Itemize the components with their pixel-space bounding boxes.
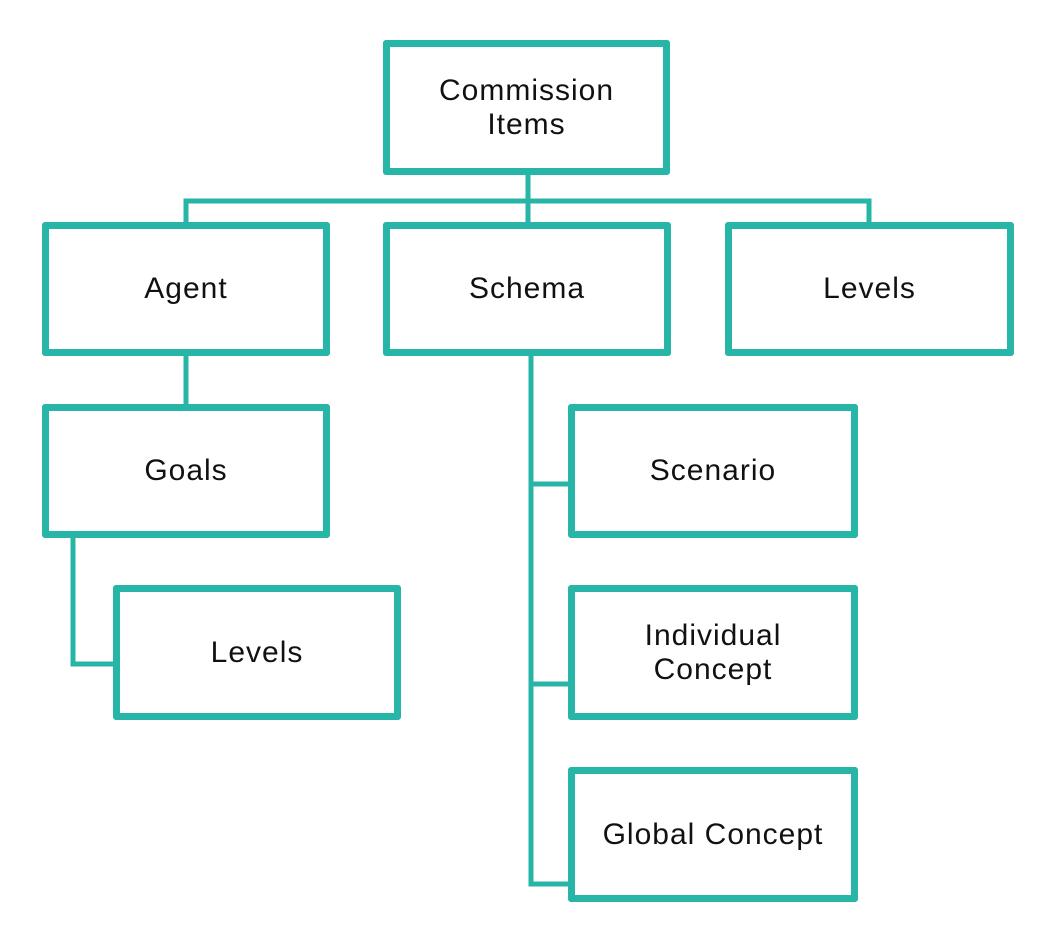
node-label: Schema — [468, 272, 586, 305]
node-levels-sub: Levels — [113, 585, 401, 720]
node-levels-top: Levels — [725, 222, 1014, 356]
connector-goals-levels — [70, 535, 116, 667]
node-label: Agent — [144, 272, 228, 305]
node-global-concept: Global Concept — [568, 767, 858, 902]
node-scenario: Scenario — [568, 404, 858, 538]
node-label: Levels — [823, 272, 916, 305]
node-label: Goals — [144, 454, 228, 487]
node-agent: Agent — [42, 222, 330, 356]
node-label: Individual Concept — [644, 618, 782, 686]
node-individual-concept: Individual Concept — [568, 585, 858, 720]
node-goals: Goals — [42, 404, 330, 538]
node-label: Commission Items — [438, 73, 615, 141]
node-commission-items: Commission Items — [383, 40, 670, 175]
node-label: Levels — [210, 635, 304, 669]
node-label: Global Concept — [602, 817, 824, 851]
node-label: Scenario — [649, 454, 777, 487]
node-schema: Schema — [383, 222, 671, 356]
